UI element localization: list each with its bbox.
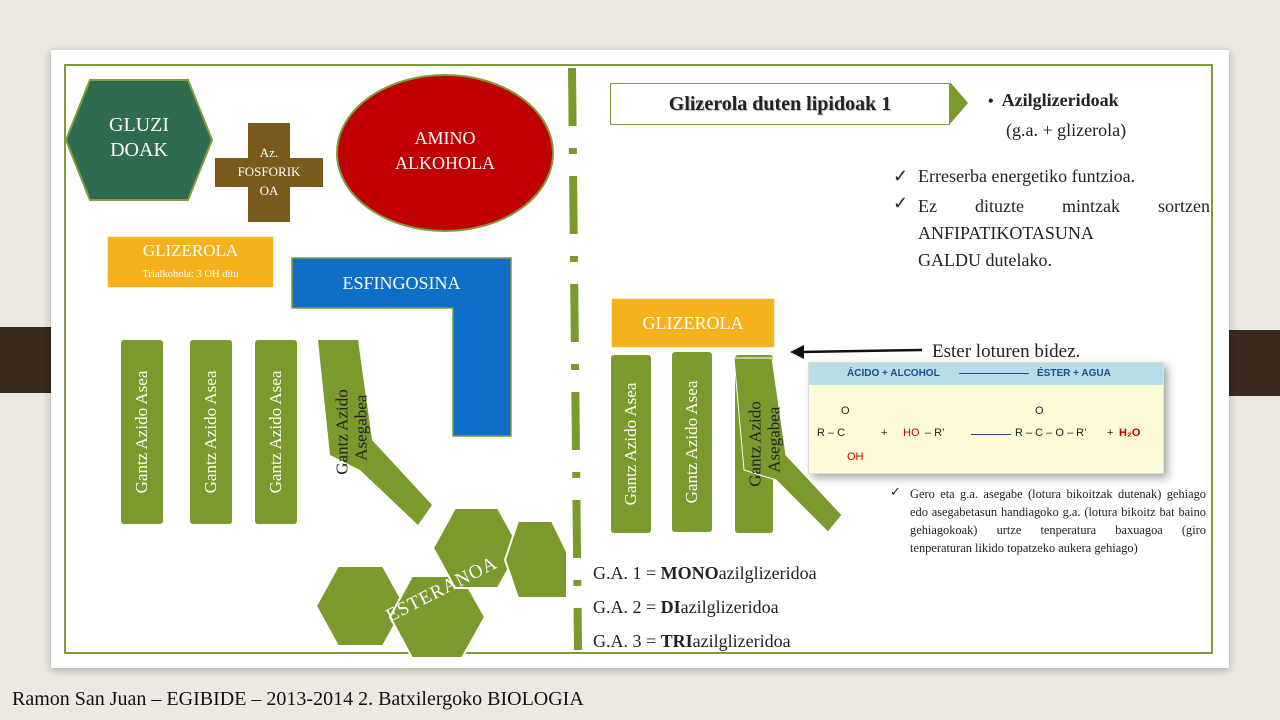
- check-icon-2: ✓: [893, 193, 909, 213]
- slide-frame: [64, 64, 1213, 654]
- gluzidoak-hexagon: [64, 79, 214, 201]
- check-item-1: Erreserba energetiko funtzioa.: [918, 166, 1136, 186]
- glycerol-box-left: [106, 235, 275, 289]
- melting-point-note: Gero eta g.a. asegabe (lotura bikoitzak …: [910, 487, 1206, 555]
- fatty-acid-label-2: Gantz Azido Asea: [200, 370, 220, 494]
- fatty-acid-label-3: Gantz Azido Asea: [265, 370, 285, 494]
- fatty-acid-right-label-2: Gantz Azido Asea: [681, 380, 701, 504]
- fatty-acid-bar-right-2: [672, 352, 712, 532]
- esterification-reaction-image: ÁCIDO + ALCOHOL ÉSTER + AGUA O R – C OH …: [808, 362, 1164, 474]
- ga-1-line: G.A. 1 = MONOazilglizeridoa: [593, 563, 817, 583]
- fatty-acid-bar-2: [190, 340, 232, 524]
- sterane-ring-3: [431, 507, 522, 589]
- ester-bond-label: Ester loturen bidez.: [932, 341, 1081, 362]
- fatty-acid-label-1: Gantz Azido Asea: [131, 370, 151, 494]
- reaction-mid-arrow-icon: [971, 434, 1011, 435]
- ga-2-line: G.A. 2 = DIazilglizeridoa: [593, 597, 779, 617]
- section-title: Glizerola duten lipidoak 1: [610, 83, 950, 125]
- fatty-acid-bar-right-1: [611, 355, 651, 533]
- sterane-ring-4: [503, 520, 568, 599]
- glycerol-left-subtitle: Trialkohola: 3 OH ditu: [142, 269, 239, 280]
- sphingosine-label: ESFINGOSINA: [342, 273, 461, 293]
- amino-alcohol-ellipse: [336, 74, 554, 232]
- phosphoric-acid-cross: [215, 123, 323, 222]
- bullet-acylglycerides: •Azilglizeridoak: [988, 90, 1119, 110]
- glycerol-box-right: [610, 297, 776, 349]
- reaction-arrow-icon: [959, 373, 1029, 374]
- footer-credit: Ramon San Juan – EGIBIDE – 2013-2014 2. …: [12, 688, 584, 710]
- sphingosine-shape: [291, 257, 512, 437]
- separator-line: [568, 67, 582, 651]
- bullet-acylglycerides-sub: (g.a. + glizerola): [1006, 120, 1127, 140]
- check-icon-3: ✓: [890, 484, 901, 499]
- check-icon-1: ✓: [893, 166, 909, 186]
- ester-arrow-line: [799, 348, 923, 354]
- reaction-header: ÁCIDO + ALCOHOL ÉSTER + AGUA: [809, 363, 1163, 385]
- fatty-acid-right-label-1: Gantz Azido Asea: [620, 382, 640, 506]
- fatty-acid-bar-3: [255, 340, 297, 524]
- check-item-2: Ez dituzte mintzak sortzen ANFIPATIKOTAS…: [918, 196, 1210, 270]
- unsaturated-fatty-acid-shape-right: [733, 357, 843, 533]
- glycerol-right-label: GLIZEROLA: [642, 313, 744, 333]
- ga-3-line: G.A. 3 = TRIazilglizeridoa: [593, 631, 791, 651]
- glycerol-left-title: GLIZEROLA: [142, 241, 239, 260]
- ester-arrow-head-icon: [790, 345, 804, 359]
- unsaturated-fatty-acid-shape-left: [318, 340, 432, 525]
- fatty-acid-bar-1: [121, 340, 163, 524]
- sterane-ring-1: [314, 565, 407, 647]
